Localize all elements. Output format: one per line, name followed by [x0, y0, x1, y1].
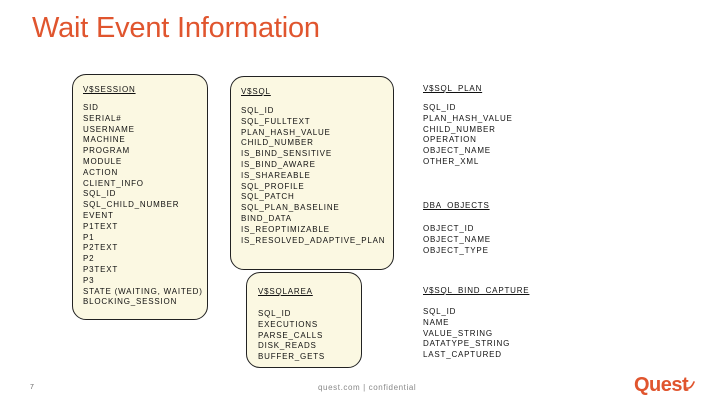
column-name: USERNAME: [83, 124, 135, 134]
column-name: SID: [83, 103, 99, 112]
column-name: PARSE_CALLS: [258, 330, 324, 340]
column-name: DATATYPE_STRING: [423, 339, 511, 349]
column-name: OPERATION: [423, 135, 477, 145]
vsqlarea-box: [246, 272, 362, 368]
vsqlarea-header: V$SQLAREA: [258, 287, 313, 296]
column-name: OBJECT_ID: [423, 224, 475, 233]
vsql-header: V$SQL: [241, 87, 271, 96]
vsession-header: V$SESSION: [83, 85, 136, 94]
column-name: SQL_ID: [258, 309, 292, 318]
column-name: SQL_ID: [423, 103, 457, 112]
footer-text: quest.com | confidential: [318, 383, 417, 392]
column-name: PLAN_HASH_VALUE: [241, 127, 331, 137]
column-name: SQL_ID: [423, 307, 457, 316]
vsql-box: [230, 76, 394, 270]
page-title: Wait Event Information: [32, 12, 320, 44]
column-name: CHILD_NUMBER: [423, 124, 496, 134]
column-name: P2: [83, 254, 95, 264]
column-name: LAST_CAPTURED: [423, 350, 502, 360]
column-name: SQL_PLAN_BASELINE: [241, 203, 340, 213]
column-name: P2TEXT: [83, 243, 119, 253]
column-name: IS_SHAREABLE: [241, 170, 311, 180]
column-name: SERIAL#: [83, 113, 122, 123]
column-name: PLAN_HASH_VALUE: [423, 113, 513, 123]
dba-objects-header: DBA_OBJECTS: [423, 201, 490, 210]
column-name: CLIENT_INFO: [83, 178, 144, 188]
column-name: IS_BIND_SENSITIVE: [241, 149, 332, 159]
column-name: P3: [83, 275, 95, 285]
column-name: P1: [83, 232, 95, 242]
column-name: PROGRAM: [83, 146, 130, 156]
column-name: BUFFER_GETS: [258, 352, 326, 362]
column-name: EXECUTIONS: [258, 319, 319, 329]
column-name: SQL_ID: [83, 189, 117, 199]
quest-logo: Quest: [634, 374, 695, 396]
column-name: EVENT: [83, 210, 114, 220]
logo-text: Quest: [634, 374, 689, 396]
column-name: DISK_READS: [258, 341, 317, 351]
column-name: MODULE: [83, 156, 123, 166]
vsql-bind-capture-header: V$SQL_BIND_CAPTURE: [423, 286, 530, 295]
column-name: SQL_ID: [241, 106, 275, 115]
vsession-box: [72, 74, 208, 320]
column-name: P1TEXT: [83, 221, 119, 231]
vsql-plan-header: V$SQL_PLAN: [423, 84, 483, 93]
column-name: OBJECT_TYPE: [423, 245, 489, 255]
column-name: NAME: [423, 317, 450, 327]
column-name: BIND_DATA: [241, 213, 292, 223]
column-name: IS_RESOLVED_ADAPTIVE_PLAN: [241, 235, 386, 245]
column-name: ACTION: [83, 167, 119, 177]
column-name: IS_BIND_AWARE: [241, 159, 316, 169]
column-name: IS_REOPTIMIZABLE: [241, 224, 330, 234]
column-name: SQL_PROFILE: [241, 181, 305, 191]
page-number: 7: [30, 384, 34, 391]
column-name: OTHER_XML: [423, 156, 480, 166]
logo-swoosh-icon: [686, 381, 695, 389]
column-name: P3TEXT: [83, 264, 119, 274]
column-name: OBJECT_NAME: [423, 234, 491, 244]
column-name: SQL_PATCH: [241, 192, 295, 202]
column-name: OBJECT_NAME: [423, 146, 491, 156]
column-name: MACHINE: [83, 135, 126, 145]
column-name: CHILD_NUMBER: [241, 138, 314, 148]
column-name: STATE (WAITING, WAITED): [83, 286, 203, 296]
column-name: VALUE_STRING: [423, 328, 493, 338]
column-name: BLOCKING_SESSION: [83, 297, 178, 307]
column-name: SQL_FULLTEXT: [241, 116, 311, 126]
column-name: SQL_CHILD_NUMBER: [83, 200, 180, 210]
